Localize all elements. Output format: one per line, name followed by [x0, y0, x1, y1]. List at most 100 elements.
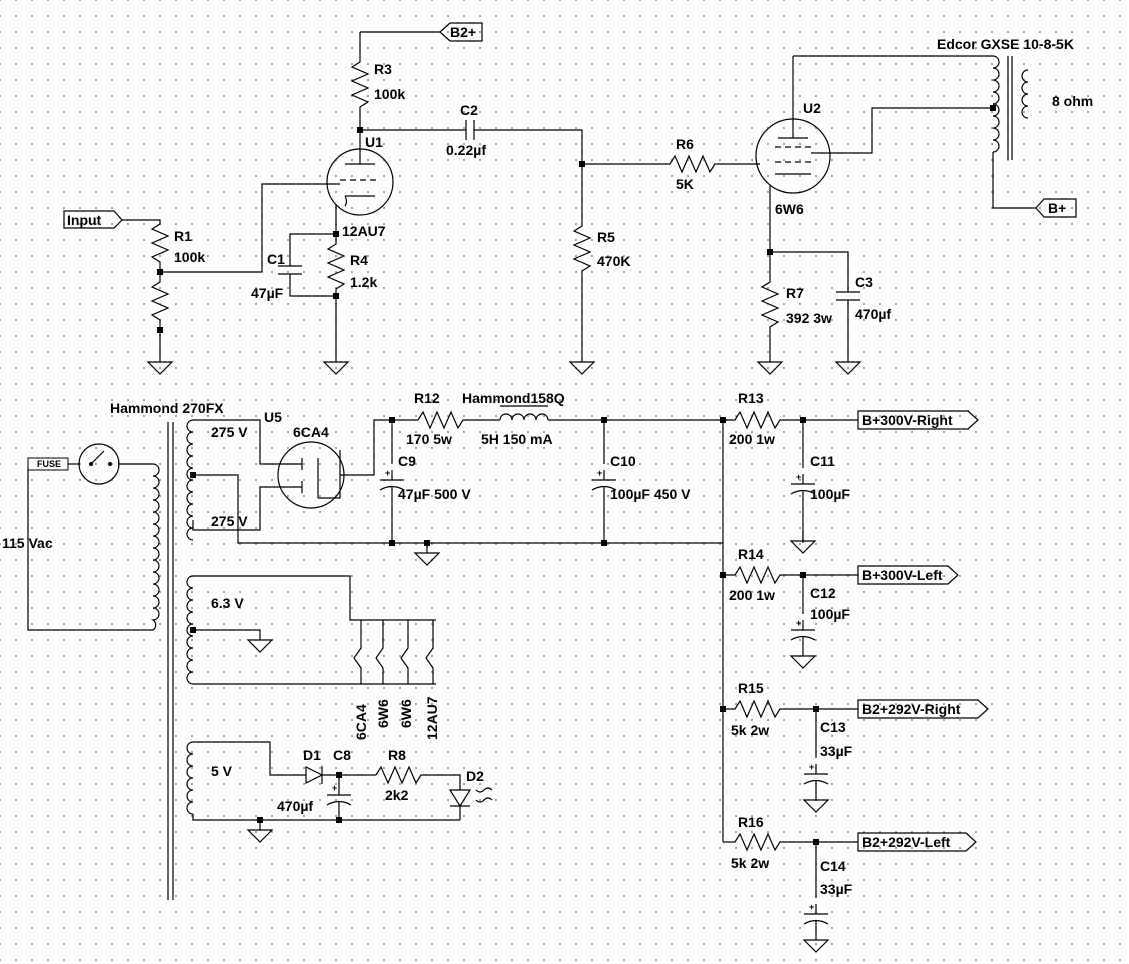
input-label: Input [67, 212, 102, 228]
net-flag-b2-left [857, 832, 977, 852]
c2-value: 0.22µf [446, 142, 486, 158]
b300-right-label: B+300V-Right [862, 412, 953, 428]
u2-label: U2 [803, 100, 821, 116]
c14-value: 33µF [820, 881, 853, 897]
mains-voltage-label: 115 Vac [2, 535, 53, 551]
c9-label: C9 [398, 453, 416, 469]
heater-12au7 [425, 620, 434, 684]
resistor-r3 [350, 32, 370, 130]
r16-label: R16 [738, 814, 764, 830]
c8-label: C8 [333, 747, 351, 763]
r12-label: R12 [414, 390, 440, 406]
heater-6ca4-label: 6CA4 [353, 704, 369, 740]
power-transformer-label: Hammond 270FX [110, 400, 224, 416]
resistor-r13 [723, 410, 803, 430]
net-flag-b2-right [857, 699, 989, 719]
c14-label: C14 [820, 858, 846, 874]
r6-value: 5K [676, 176, 694, 192]
choke-label: Hammond158Q [462, 390, 565, 406]
heater-secondary-coil [186, 575, 194, 685]
resistor-r4 [326, 234, 346, 352]
c10-label: C10 [610, 453, 636, 469]
r16-value: 5k 2w [731, 855, 769, 871]
r8-value: 2k2 [385, 787, 409, 803]
choke-inductor [499, 413, 549, 421]
resistor-r5 [572, 164, 592, 352]
b300-left-label: B+300V-Left [862, 567, 943, 583]
heater-6w6b-label: 6W6 [398, 699, 414, 728]
u2-value: 6W6 [775, 201, 804, 217]
transformer-primary [992, 55, 1000, 105]
output-transformer-label: Edcor GXSE 10-8-5K [937, 36, 1074, 52]
net-flag-input [63, 210, 123, 229]
r4-label: R4 [350, 252, 368, 268]
r4-value: 1.2k [350, 274, 377, 290]
r3-label: R3 [374, 61, 392, 77]
bplus-label: B+ [1048, 200, 1066, 216]
net-flag-bplus [1035, 198, 1077, 218]
r13-value: 200 1w [729, 431, 775, 447]
c8-value: 470µf [277, 798, 313, 814]
net-label-b2plus: B2+ [450, 24, 476, 40]
c13-label: C13 [820, 719, 846, 735]
net-flag-b300-right [857, 410, 979, 430]
r6-label: R6 [676, 136, 694, 152]
c1-label: C1 [267, 251, 285, 267]
capacitor-c12 [790, 617, 816, 647]
resistor-r12 [417, 410, 500, 430]
r15-value: 5k 2w [731, 722, 769, 738]
v275-bottom-label: 275 V [211, 513, 248, 529]
r14-label: R14 [738, 546, 764, 562]
net-flag-b2plus [439, 22, 483, 42]
resistor-r15 [723, 699, 858, 719]
u1-label: U1 [365, 134, 383, 150]
power-supply: Hammond 270FX FUSE 115 Vac 275 V 275 V U… [2, 390, 989, 953]
u5-value: 6CA4 [293, 424, 329, 440]
c3-label: C3 [855, 274, 873, 290]
r14-value: 200 1w [729, 587, 775, 603]
preamp-stage: B2+ R3 100k C2 0.22µf U1 12AU7 Input R1 … [63, 22, 760, 375]
transformer-secondary [1021, 69, 1029, 119]
choke-value: 5H 150 mA [481, 431, 553, 447]
c3-value: 470µf [855, 306, 891, 322]
d1-label: D1 [303, 747, 321, 763]
power-switch-icon [78, 443, 120, 485]
v275-top-label: 275 V [211, 424, 248, 440]
capacitor-c8 [326, 782, 352, 812]
capacitor-c13 [803, 761, 829, 791]
resistor-r16 [723, 832, 858, 852]
net-flag-b300-left [857, 565, 959, 585]
c13-value: 33µF [820, 743, 853, 759]
resistor-r14 [723, 565, 858, 585]
d2-label: D2 [466, 768, 484, 784]
c9-value: 47µF 500 V [398, 486, 471, 502]
heater-12au7-label: 12AU7 [424, 696, 440, 740]
r7-label: R7 [786, 285, 804, 301]
c10-value: 100µF 450 V [610, 486, 691, 502]
light-emission-icon [475, 787, 493, 803]
b2-left-label: B2+292V-Left [862, 834, 951, 850]
r3-value: 100k [374, 86, 405, 102]
led-d2 [448, 789, 472, 808]
hv-secondary-coil [186, 419, 194, 541]
r12-value: 170 5w [406, 431, 452, 447]
heater-6w6a-label: 6W6 [375, 699, 391, 728]
c11-value: 100µF [810, 486, 850, 502]
output-stage: U2 6W6 B+ Edcor GXSE 10-8-5K 8 ohm R7 39… [755, 36, 1093, 375]
c11-label: C11 [810, 453, 835, 469]
transformer-primary-coil [151, 463, 160, 631]
aux-secondary-coil [186, 741, 194, 815]
potentiometer-r1 [122, 219, 170, 352]
resistor-r6 [582, 154, 760, 174]
r5-value: 470K [597, 253, 630, 269]
v5-label: 5 V [211, 763, 233, 779]
u5-label: U5 [264, 409, 282, 425]
c2-label: C2 [460, 102, 478, 118]
resistor-r8 [375, 765, 461, 790]
heater-6w6-a [375, 620, 384, 684]
fuse-label: FUSE [37, 459, 61, 469]
r5-label: R5 [597, 229, 615, 245]
c12-label: C12 [810, 585, 836, 601]
b2-right-label: B2+292V-Right [862, 701, 961, 717]
